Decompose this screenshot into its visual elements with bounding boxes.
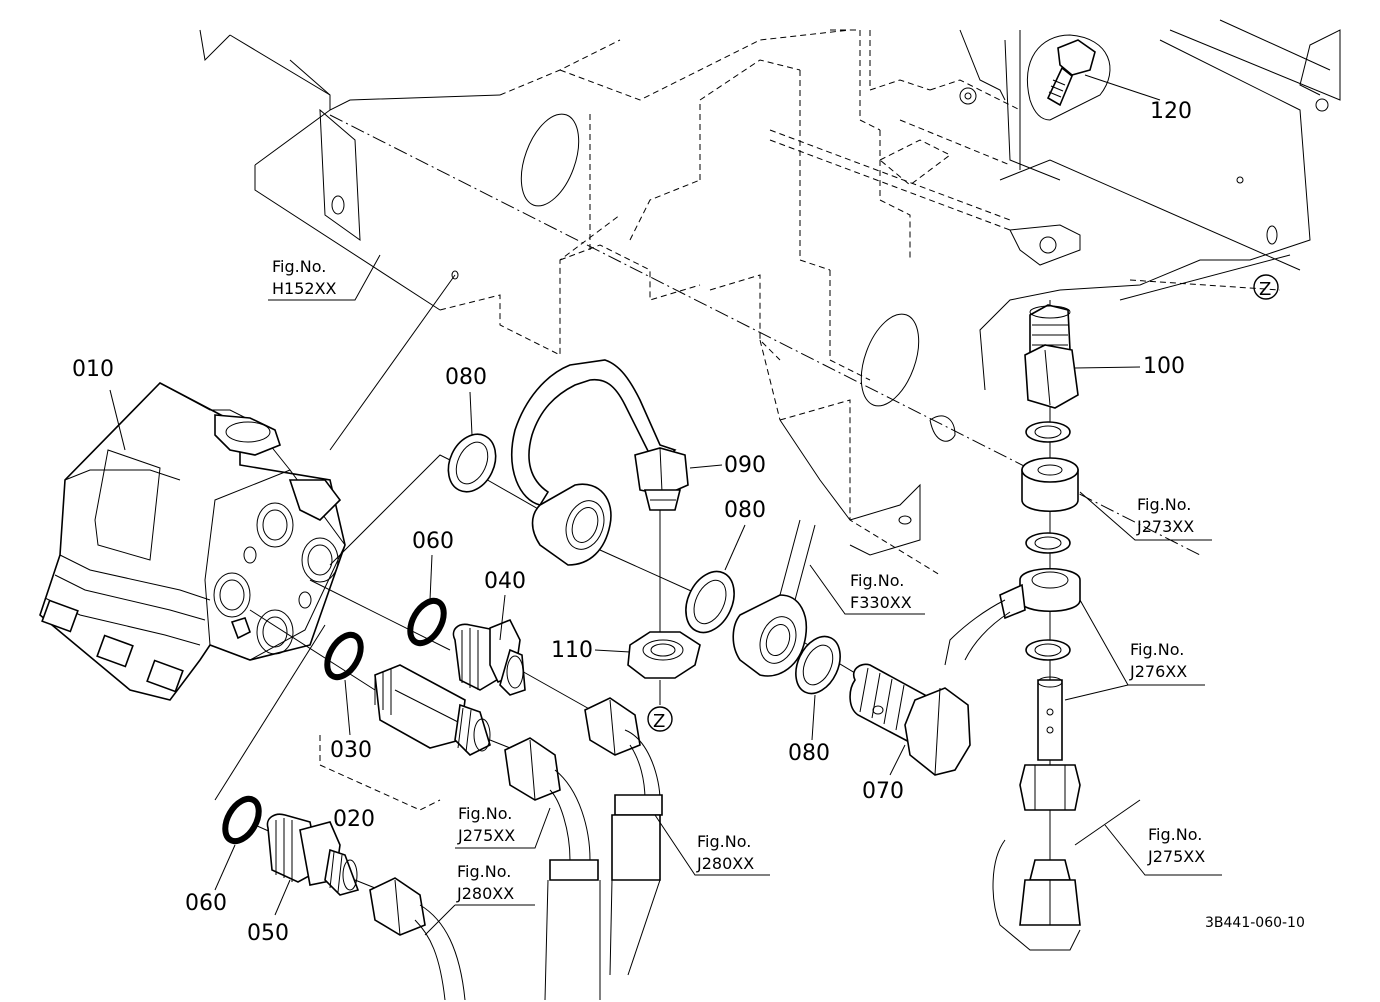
pipe-loop [511,359,677,506]
fig-ref-j273: J273XX [1136,517,1194,536]
label-070: 070 [862,779,904,804]
fig-ref-j280-left: J280XX [456,884,514,903]
fig-word-j275-right: Fig.No. [1148,825,1202,844]
fig-word-j273: Fig.No. [1137,495,1191,514]
hose-j280-left [369,877,466,1001]
view-marker-z-mid: Z [647,706,673,732]
label-060-bottom: 060 [185,891,227,916]
fig-ref-j280-mid: J280XX [696,854,754,873]
view-markers: Z Z [647,274,1279,732]
part-080-washer-a [447,433,497,493]
part-labels: 010 020 030 040 050 060 060 070 080 080 … [72,74,1192,946]
part-060-oring-a [407,597,447,647]
fig-ref-h152: H152XX [272,279,337,298]
fig-word-h152: Fig.No. [272,257,326,276]
part-050-adapter [266,813,360,896]
part-120-bolt [1026,34,1111,121]
banjo-eye [531,483,612,566]
part-100-adapter [1024,304,1079,409]
label-060-top: 060 [412,529,454,554]
label-120: 120 [1150,99,1192,124]
part-030-oring [324,631,364,681]
frame-structure [199,19,1341,576]
fig-word-j276: Fig.No. [1130,640,1184,659]
figure-references: Fig.No. H152XX Fig.No. F330XX Fig.No. J2… [268,254,1222,936]
part-010-steering-unit [39,382,346,701]
part-020-relief-valve [374,664,491,756]
label-080-mid: 080 [724,498,766,523]
label-100: 100 [1143,354,1185,379]
part-070-banjo-bolt [849,663,971,776]
fig-ref-f330: F330XX [850,593,912,612]
fig-word-j280-left: Fig.No. [457,862,511,881]
fig-ref-j275-right: J275XX [1147,847,1205,866]
label-010: 010 [72,357,114,382]
drawing-code: 3B441-060-10 [1205,915,1305,931]
part-110-nut [627,631,701,679]
banjo-bolt-right [1019,676,1081,811]
part-060-oring-b [222,795,262,845]
hose-j275-right [992,799,1141,951]
label-030: 030 [330,738,372,763]
fig-word-j280-mid: Fig.No. [697,832,751,851]
label-020: 020 [333,807,375,832]
fig-ref-j275-mid: J275XX [457,826,515,845]
label-090: 090 [724,453,766,478]
view-marker-z-top: Z [1253,274,1279,300]
fig-word-j275-mid: Fig.No. [458,804,512,823]
hose-j275-mid [504,737,601,1001]
label-040: 040 [484,569,526,594]
part-090-fitting [634,447,689,511]
label-050: 050 [247,921,289,946]
part-040-adapter [452,618,526,696]
label-080-top: 080 [445,365,487,390]
hose-j280-mid [584,697,663,976]
fig-word-f330: Fig.No. [850,571,904,590]
banjo-fitting-right [732,519,816,677]
fig-ref-j276: J276XX [1129,662,1187,681]
label-110: 110 [551,638,593,663]
view-marker-z-mid-label: Z [653,711,665,732]
label-080-bottom: 080 [788,741,830,766]
washer-stack-upper [1021,421,1079,554]
banjo-right [944,567,1081,666]
part-080-washer-b [685,570,735,634]
view-marker-z-top-label: Z [1259,279,1271,300]
part-080-washer-c [795,635,841,695]
